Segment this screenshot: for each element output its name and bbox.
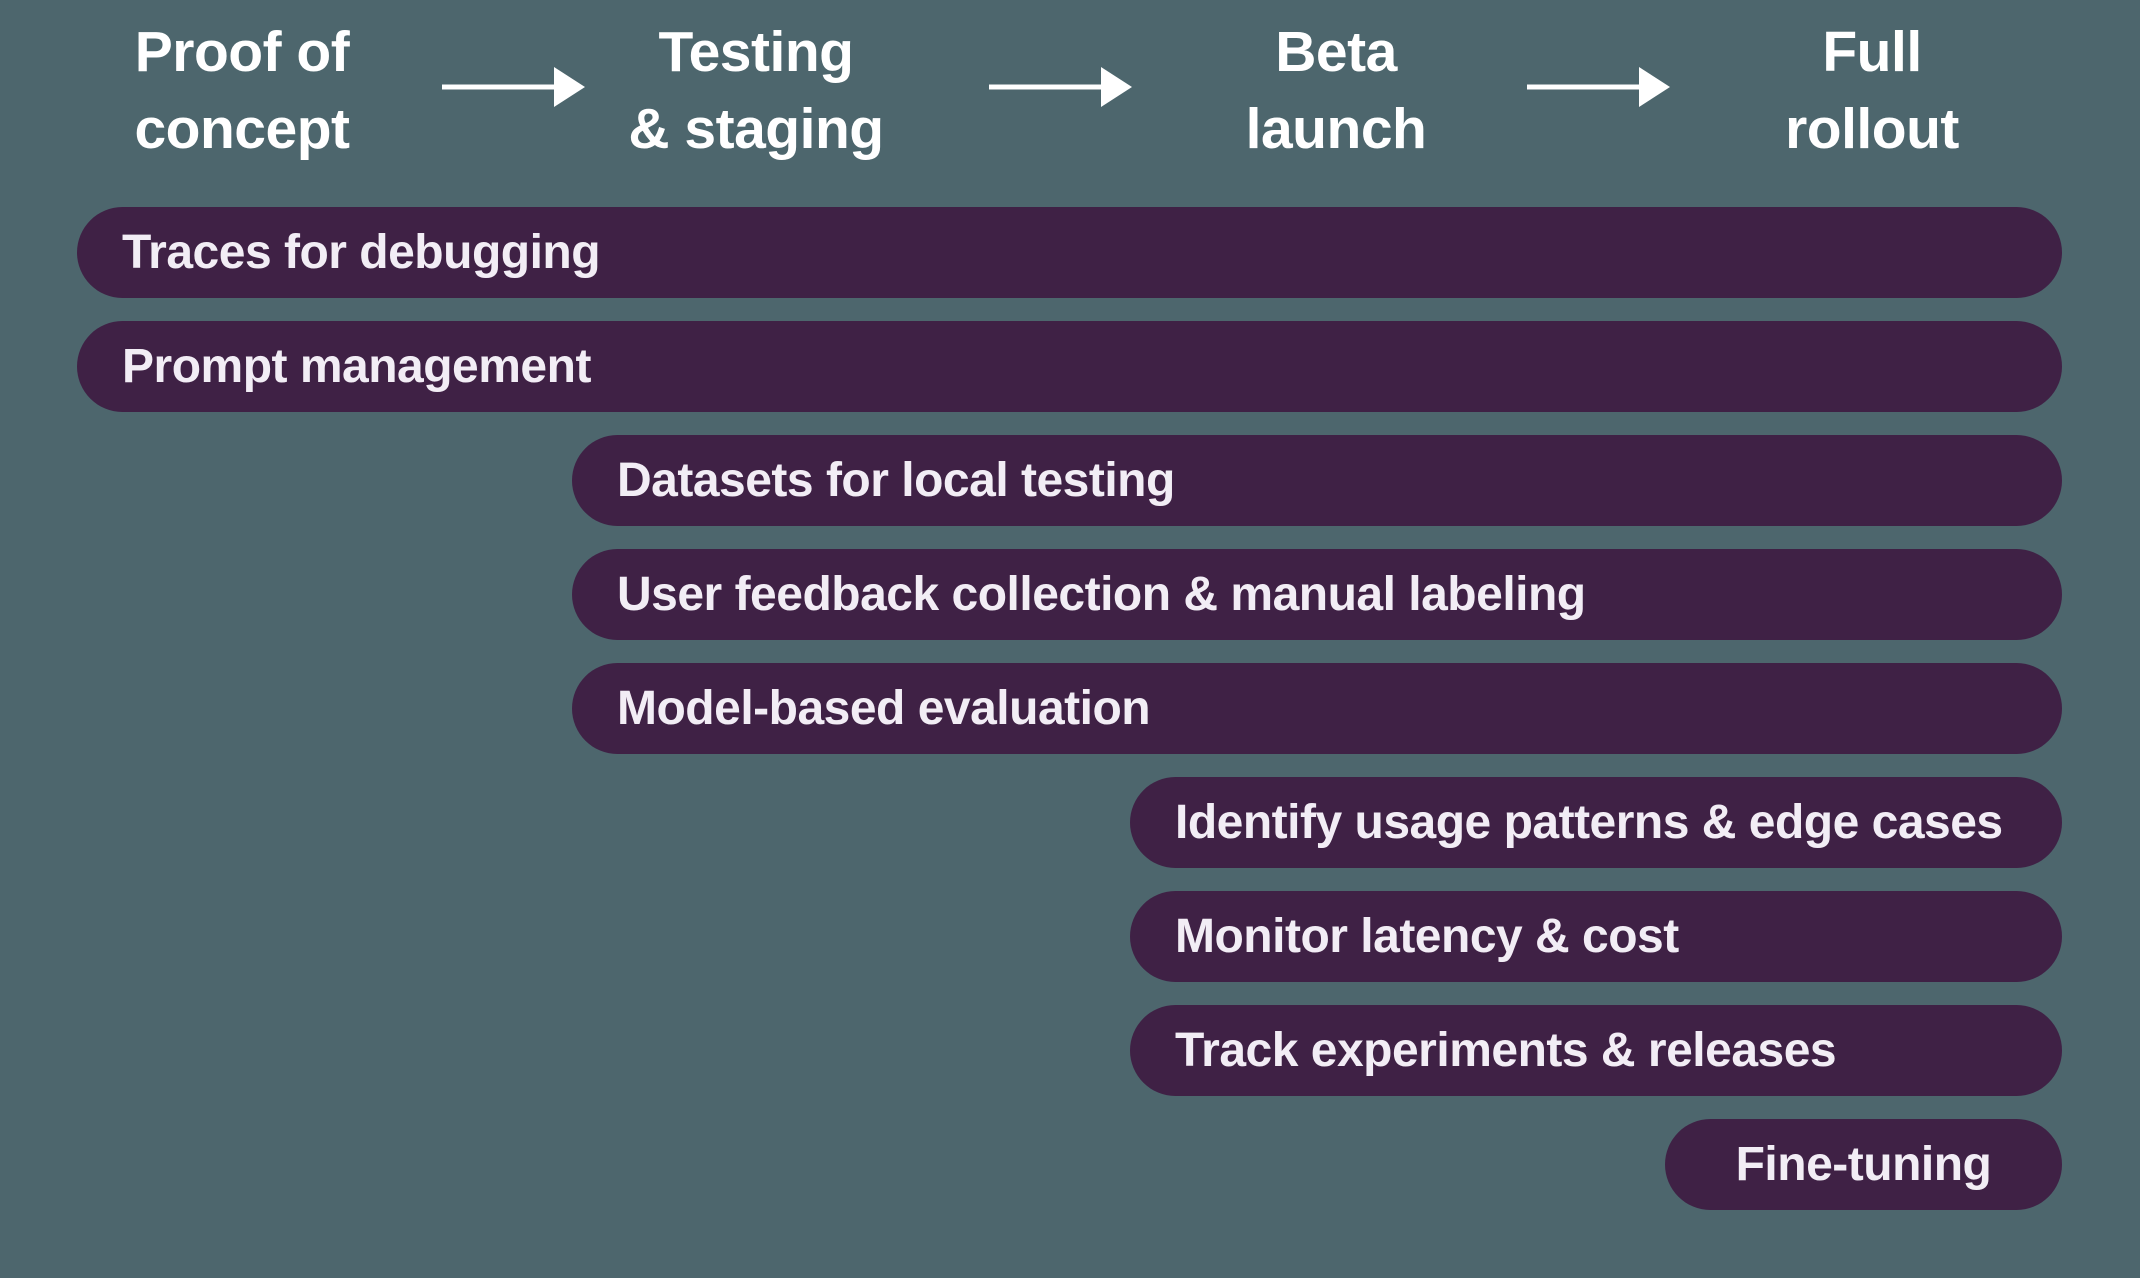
- bar-model-based-evaluation: Model-based evaluation: [572, 663, 2062, 754]
- bar-identify-usage-patterns: Identify usage patterns & edge cases: [1130, 777, 2062, 868]
- phase-label-testing-staging: Testing & staging: [526, 14, 986, 168]
- arrow-right-icon: [442, 67, 585, 107]
- phase-label-line: & staging: [628, 97, 884, 161]
- bar-track-experiments-releases: Track experiments & releases: [1130, 1005, 2062, 1096]
- phase-label-line: concept: [134, 97, 350, 161]
- bar-label: Model-based evaluation: [617, 682, 1151, 735]
- arrow-right-icon: [1527, 67, 1670, 107]
- phase-label-proof-of-concept: Proof of concept: [12, 14, 472, 168]
- phase-label-line: Full: [1822, 20, 1922, 84]
- phase-label-line: Testing: [658, 20, 854, 84]
- phase-label-full-rollout: Full rollout: [1642, 14, 2102, 168]
- bar-traces-for-debugging: Traces for debugging: [77, 207, 2062, 298]
- bar-label: Track experiments & releases: [1175, 1024, 1837, 1077]
- bar-label: Datasets for local testing: [617, 454, 1175, 507]
- bar-label: Fine-tuning: [1735, 1138, 1992, 1191]
- bar-datasets-for-local-testing: Datasets for local testing: [572, 435, 2062, 526]
- bar-prompt-management: Prompt management: [77, 321, 2062, 412]
- arrow-right-icon: [989, 67, 1132, 107]
- phase-label-line: launch: [1245, 97, 1427, 161]
- phase-label-beta-launch: Beta launch: [1106, 14, 1566, 168]
- bar-label: Prompt management: [122, 340, 591, 393]
- phase-label-line: Beta: [1275, 20, 1397, 84]
- phase-label-line: Proof of: [134, 20, 350, 84]
- bar-label: Identify usage patterns & edge cases: [1175, 796, 2003, 849]
- bar-fine-tuning: Fine-tuning: [1665, 1119, 2062, 1210]
- bar-monitor-latency-cost: Monitor latency & cost: [1130, 891, 2062, 982]
- bar-user-feedback-collection: User feedback collection & manual labeli…: [572, 549, 2062, 640]
- bar-label: User feedback collection & manual labeli…: [617, 568, 1586, 621]
- bar-label: Traces for debugging: [122, 226, 601, 279]
- bar-label: Monitor latency & cost: [1175, 910, 1679, 963]
- phase-label-line: rollout: [1785, 97, 1959, 161]
